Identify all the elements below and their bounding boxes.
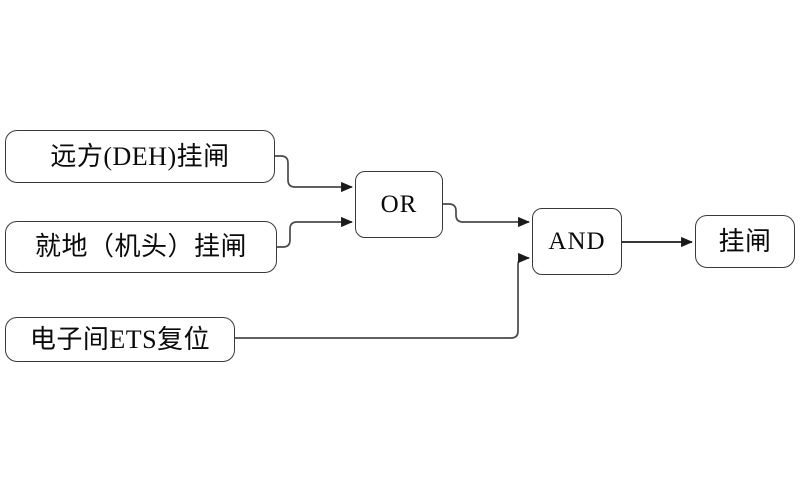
- input-box-local-machine-head-trip-label: 就地（机头）挂闸: [34, 232, 247, 261]
- input-box-local-machine-head-trip[interactable]: 就地（机头）挂闸: [5, 221, 277, 273]
- input-box-ets-reset[interactable]: 电子间ETS复位: [5, 317, 235, 362]
- connector-ets-to-and: [235, 252, 530, 339]
- or-gate[interactable]: OR: [355, 171, 443, 238]
- connector-remote-to-or: [275, 155, 353, 193]
- connector-or-to-and: [443, 203, 530, 228]
- output-box-trip[interactable]: 挂闸: [695, 215, 795, 268]
- input-box-ets-reset-label: 电子间ETS复位: [29, 324, 211, 354]
- and-gate-label: AND: [548, 228, 606, 255]
- output-box-trip-label: 挂闸: [718, 226, 772, 256]
- input-box-remote-deh-trip[interactable]: 远方(DEH)挂闸: [5, 130, 275, 183]
- or-gate-label: OR: [380, 191, 418, 218]
- and-gate[interactable]: AND: [532, 208, 622, 275]
- input-box-remote-deh-trip-label: 远方(DEH)挂闸: [50, 141, 230, 171]
- connector-local-to-or: [277, 216, 353, 248]
